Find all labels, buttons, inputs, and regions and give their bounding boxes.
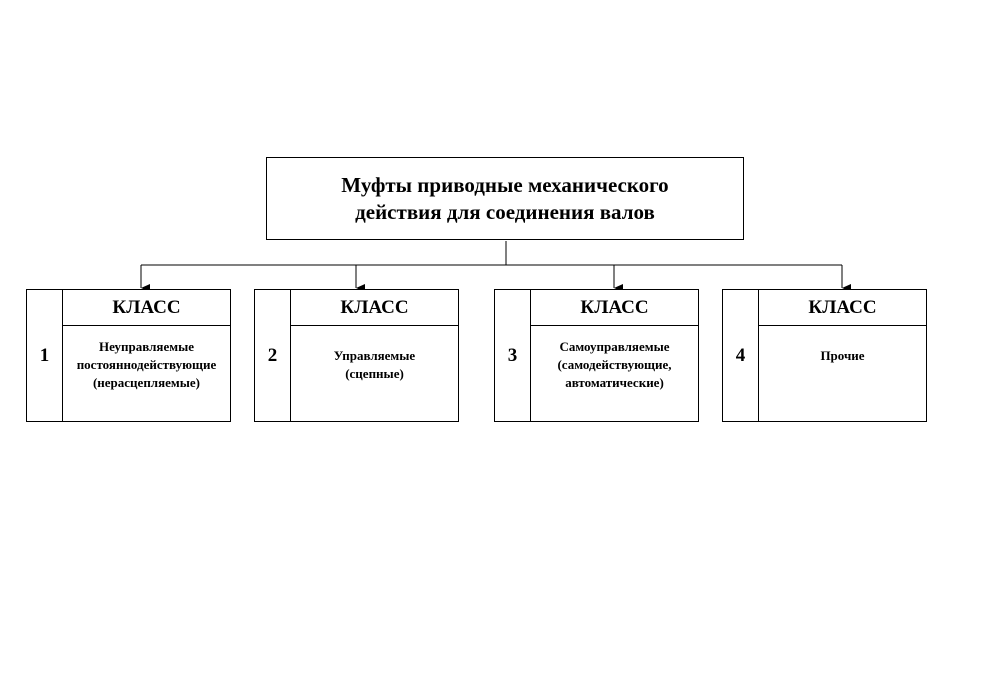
class-node-2: 2 КЛАСС Управляемые (сцепные) <box>254 289 459 422</box>
class-header: КЛАСС <box>63 290 230 326</box>
class-node-3: 3 КЛАСС Самоуправляемые (самодействующие… <box>494 289 699 422</box>
class-description-line: постояннодействующие <box>76 357 217 372</box>
root-title: Муфты приводные механического действия д… <box>341 172 668 226</box>
root-title-line-1: Муфты приводные механического <box>341 172 669 197</box>
class-description-line: (самодействующие, <box>557 357 672 372</box>
class-description: Прочие <box>759 347 926 365</box>
class-description-line: Прочие <box>820 348 865 363</box>
class-header: КЛАСС <box>759 290 926 326</box>
class-node-1: 1 КЛАСС Неуправляемые постояннодействующ… <box>26 289 231 422</box>
class-description-line: автоматические) <box>565 375 664 390</box>
root-title-line-2: действия для соединения валов <box>355 199 655 224</box>
class-description-line: (сцепные) <box>345 366 404 381</box>
class-description-line: (нерасцепляемые) <box>92 375 201 390</box>
class-number: 4 <box>723 290 759 421</box>
class-header: КЛАСС <box>291 290 458 326</box>
class-number: 3 <box>495 290 531 421</box>
class-description-line: Самоуправляемые <box>559 339 670 354</box>
class-header: КЛАСС <box>531 290 698 326</box>
class-number: 2 <box>255 290 291 421</box>
class-node-4: 4 КЛАСС Прочие <box>722 289 927 422</box>
class-description-line: Неуправляемые <box>99 339 194 354</box>
class-description: Управляемые (сцепные) <box>291 347 458 383</box>
class-description: Самоуправляемые (самодействующие, автома… <box>531 338 698 392</box>
class-description-line: Управляемые <box>333 348 416 363</box>
class-description: Неуправляемые постояннодействующие (нера… <box>63 338 230 392</box>
root-node: Муфты приводные механического действия д… <box>266 157 744 240</box>
class-number: 1 <box>27 290 63 421</box>
